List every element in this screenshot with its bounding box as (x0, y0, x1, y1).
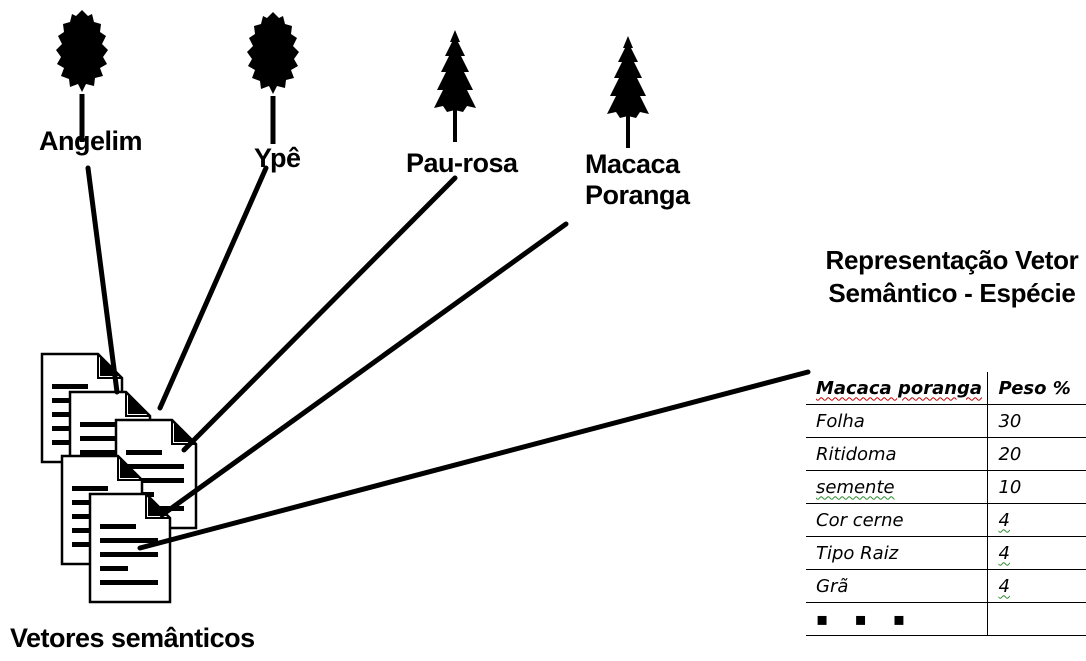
connector-angelim (85, 165, 120, 395)
table-header-row: Macaca poranga Peso % (806, 372, 1086, 405)
connector-lines (85, 165, 811, 551)
tree-icon-ype (247, 12, 299, 144)
table-row: ▪ ▪ ▪ (806, 602, 1086, 636)
tree-label-ype: Ypê (254, 143, 301, 173)
table-row: Ritidoma 20 (806, 437, 1086, 471)
table-cell-weight: 20 (987, 437, 1086, 471)
table-cell-feature: semente (806, 470, 989, 504)
tree-label-angelim: Angelim (39, 126, 143, 156)
table-cell-weight: 4 (987, 569, 1086, 603)
table-cell-weight: 4 (987, 503, 1086, 537)
connector-macaca-poranga (159, 221, 569, 518)
tree-label-macaca-poranga: Macaca Poranga (585, 149, 690, 210)
table-cell-feature: Folha (806, 404, 989, 438)
table-cell-weight: 10 (987, 470, 1086, 504)
table-row: Folha 30 (806, 404, 1086, 438)
table-cell-feature: Ritidoma (806, 437, 989, 471)
table-row: Cor cerne 4 (806, 503, 1086, 537)
table-row: Tipo Raiz 4 (806, 536, 1086, 570)
connector-ype (157, 165, 269, 411)
connector-table (137, 369, 811, 551)
tree-icon-macaca-poranga (607, 36, 649, 148)
table-cell-feature: Cor cerne (806, 503, 989, 537)
table-cell-feature: Tipo Raiz (806, 536, 989, 570)
table-row: Grã 4 (806, 569, 1086, 603)
connector-pau-rosa (181, 175, 458, 453)
tree-icon-angelim (56, 10, 108, 142)
tree-icon-pau-rosa (434, 30, 476, 142)
table-cell-weight: 30 (987, 404, 1086, 438)
table-cell-feature: Grã (806, 569, 989, 603)
tree-label-pau-rosa: Pau-rosa (406, 148, 518, 178)
table-cell-weight: 4 (987, 536, 1086, 570)
table-header-weight: Peso % (987, 372, 1086, 405)
semantic-vector-table: Macaca poranga Peso % Folha 30 Ritidoma … (806, 372, 1086, 636)
table-row: semente 10 (806, 470, 1086, 504)
table-cell-empty (987, 602, 1086, 636)
documents-label: Vetores semânticos (10, 623, 255, 653)
table-cell-ellipsis: ▪ ▪ ▪ (806, 602, 989, 636)
table-header-species: Macaca poranga (806, 372, 989, 405)
representation-title: Representação Vetor Semântico - Espécie (825, 245, 1079, 308)
